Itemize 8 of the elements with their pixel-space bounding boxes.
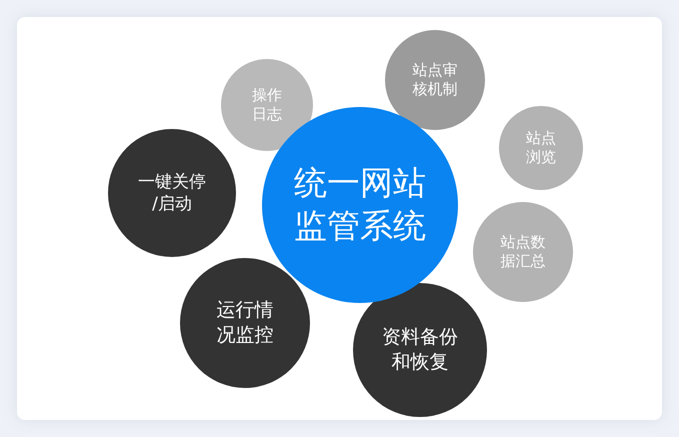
- topic-label: 一键关停/启动: [137, 170, 207, 216]
- topic-label: 运行情况监控: [216, 298, 274, 348]
- topic-label: 统一网站监管系统: [294, 162, 426, 247]
- topic-label: 站点浏览: [526, 128, 556, 168]
- topic-label: 站点审核机制: [412, 60, 458, 100]
- topic-label: 站点数据汇总: [500, 232, 546, 272]
- topic-label: 资料备份和恢复: [381, 325, 459, 375]
- topic-label: 操作日志: [252, 86, 282, 124]
